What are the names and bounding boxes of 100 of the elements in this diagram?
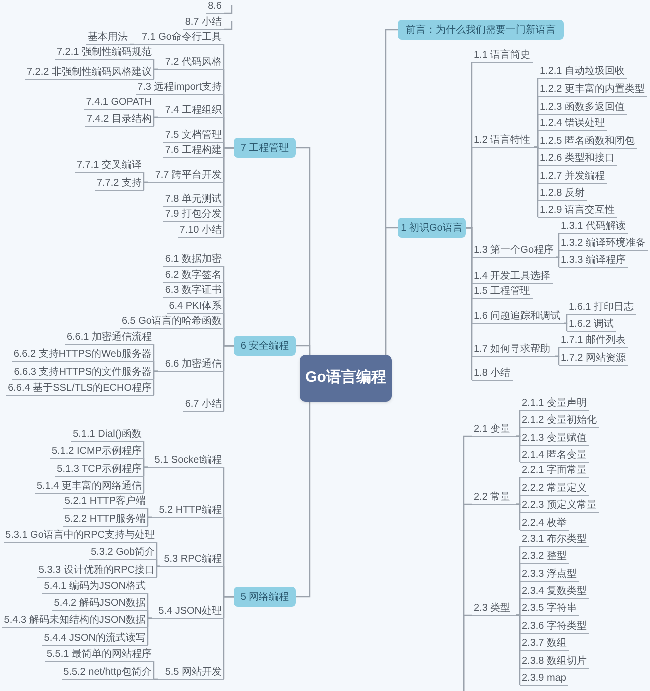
subtopic-label: 1.2 语言特性 xyxy=(472,135,534,148)
subtopic-label: 6.2 数字签名 xyxy=(163,270,224,283)
connector-line xyxy=(516,436,521,462)
subtopic-label: 6.6.2 支持HTTPS的Web服务器 xyxy=(12,349,154,362)
subtopic-label: 7.7.2 支持 xyxy=(94,178,144,191)
subtopic-label: 7.4.2 目录结构 xyxy=(84,114,154,127)
subtopic-label: 2.1 变量 xyxy=(472,424,516,437)
subtopic-label: 1.8 小结 xyxy=(472,368,513,381)
subtopic-label: 5.2.1 HTTP客户端 xyxy=(62,496,148,509)
subtopic-label: 6.6.1 加密通信流程 xyxy=(64,332,154,345)
subtopic-label: 2.1.1 变量声明 xyxy=(520,398,590,411)
subtopic-label: 8.6 xyxy=(206,1,224,14)
subtopic-label: 2.1.3 变量赋值 xyxy=(520,433,590,446)
subtopic-label: 1.2.9 语言交互性 xyxy=(538,205,618,218)
subtopic-label: 2.3.9 map xyxy=(520,673,568,686)
subtopic-label: 1.7.2 网站资源 xyxy=(559,353,628,366)
connector-line xyxy=(556,256,560,268)
connector-line xyxy=(153,678,158,680)
subtopic-label: 5.4.3 解码未知结构的JSON数据 xyxy=(2,615,148,628)
connector-line xyxy=(223,596,234,680)
subtopic-label: 1.7 如何寻求帮助 xyxy=(472,344,555,357)
subtopic-label: 7.2 代码风格 xyxy=(158,57,224,70)
subtopic-label: 5.5.2 net/http包简介 xyxy=(62,667,154,680)
connector-line xyxy=(564,322,568,332)
subtopic-label: 1.5 工程管理 xyxy=(472,286,533,299)
connector-line xyxy=(129,44,134,46)
subtopic-label: 5.4.2 解码JSON数据 xyxy=(52,598,148,611)
subtopic-label: 5.1.4 更丰富的网络通信 xyxy=(34,481,144,494)
subtopic-label: 1.3.2 编译环境准备 xyxy=(559,238,648,251)
connector-line xyxy=(516,614,521,686)
subtopic-label: 7.3 远程import支持 xyxy=(136,82,224,95)
subtopic-label: 7.7 跨平台开发 xyxy=(148,170,224,183)
connector-line xyxy=(463,614,472,691)
subtopic-label: 2.3.5 字符串 xyxy=(520,603,580,616)
subtopic-label: 2.3.8 数组切片 xyxy=(520,656,590,669)
subtopic-label: 5.1.1 Dial()函数 xyxy=(71,429,144,442)
subtopic-label: 2.3.4 复数类型 xyxy=(520,586,590,599)
subtopic-label: 5.2.2 HTTP服务端 xyxy=(62,514,148,527)
subtopic-label: 1.6.1 打印日志 xyxy=(567,302,636,315)
subtopic-label: 1.3.1 代码解读 xyxy=(559,221,628,234)
subtopic-label: 1.1 语言简史 xyxy=(472,50,533,63)
subtopic-label: 2.2.2 常量定义 xyxy=(520,483,590,496)
subtopic-label: 1.4 开发工具选择 xyxy=(472,271,553,284)
connector-line xyxy=(564,314,568,324)
subtopic-label: 5.3 RPC编程 xyxy=(160,554,224,567)
subtopic-label: 2.3.6 字符类型 xyxy=(520,621,590,634)
subtopic-label: 5.1 Socket编程 xyxy=(148,455,224,468)
subtopic-label: 5.1.2 ICMP示例程序 xyxy=(50,446,144,459)
subtopic-label: 7.4 工程组织 xyxy=(158,105,224,118)
subtopic-label: 7.8 单元测试 xyxy=(163,194,224,207)
subtopic-label: 5.1.3 TCP示例程序 xyxy=(55,464,144,477)
connector-line xyxy=(555,356,560,366)
subtopic-label: 6.6 加密通信 xyxy=(158,359,224,372)
connector-line xyxy=(147,618,152,646)
subtopic-label: 6.5 Go语言的哈希函数 xyxy=(120,316,224,329)
subtopic-label: 1.2.8 反射 xyxy=(538,188,588,201)
connector-line xyxy=(516,504,521,530)
subtopic-label: 5.5 网站开发 xyxy=(158,667,224,680)
connector-line xyxy=(224,22,233,30)
connector-line xyxy=(153,370,158,396)
subtopic-label: 1.2.5 匿名函数和闭包 xyxy=(538,136,638,149)
subtopic-label: 1.6 问题追踪和调试 xyxy=(472,311,564,324)
subtopic-label: 1.2.7 并发编程 xyxy=(538,171,608,184)
subtopic-label: 2.1.4 匿名变量 xyxy=(520,450,590,463)
topic-box: 1 初识Go语言 xyxy=(398,218,466,238)
connector-line xyxy=(143,182,148,190)
subtopic-label: 6.1 数据加密 xyxy=(163,254,224,267)
subtopic-label: 5.3.2 Gob简介 xyxy=(89,547,157,560)
connector-line xyxy=(534,146,539,218)
connector-line xyxy=(147,516,152,526)
subtopic-label: 基本用法 xyxy=(86,32,130,45)
subtopic-label: 7.6 工程构建 xyxy=(163,145,224,158)
subtopic-label: 1.2.6 类型和接口 xyxy=(538,153,618,166)
subtopic-label: 2.3 类型 xyxy=(472,603,516,616)
subtopic-label: 6.4 PKI体系 xyxy=(167,301,224,314)
subtopic-label: 8.7 小结 xyxy=(183,17,224,30)
topic-box: 5 网络编程 xyxy=(234,587,296,607)
connector-line xyxy=(143,466,148,494)
topic-box: 6 安全编程 xyxy=(234,336,296,356)
subtopic-label: 6.3 数字证书 xyxy=(163,285,224,298)
connector-line xyxy=(156,560,160,568)
topic-box: 7 工程管理 xyxy=(234,138,296,158)
connector-line xyxy=(385,227,398,355)
subtopic-label: 5.3.1 Go语言中的RPC支持与处理 xyxy=(4,530,157,543)
subtopic-label: 7.1 Go命令行工具 xyxy=(134,32,224,45)
subtopic-label: 1.2.2 更丰富的内置类型 xyxy=(538,84,648,97)
connector-line xyxy=(296,345,311,355)
subtopic-label: 1.3.3 编译程序 xyxy=(559,255,628,268)
subtopic-label: 2.1.2 变量初始化 xyxy=(520,415,600,428)
subtopic-label: 7.4.1 GOPATH xyxy=(84,97,154,110)
subtopic-label: 2.3.3 浮点型 xyxy=(520,569,580,582)
subtopic-label: 1.2.1 自动垃圾回收 xyxy=(538,66,628,79)
subtopic-label: 5.4.1 编码为JSON格式 xyxy=(42,581,148,594)
connector-line xyxy=(556,250,560,258)
central-topic-box: Go语言编程 xyxy=(300,355,392,402)
subtopic-label: 7.10 小结 xyxy=(178,225,224,238)
subtopic-label: 2.2.1 字面常量 xyxy=(520,465,590,478)
connector-line xyxy=(153,68,158,80)
subtopic-label: 5.4.4 JSON的流式读写 xyxy=(42,633,148,646)
subtopic-label: 6.6.3 支持HTTPS的文件服务器 xyxy=(12,367,154,380)
